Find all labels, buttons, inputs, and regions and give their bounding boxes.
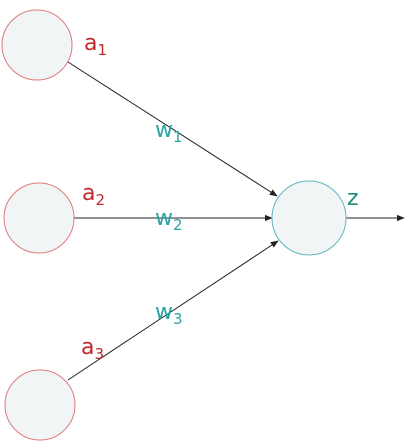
output-node-z	[271, 180, 347, 256]
input-label-a2-base: a	[82, 181, 95, 206]
input-node-a1	[1, 9, 73, 81]
input-node-a2	[3, 182, 75, 254]
input-label-a1-sub: 1	[97, 41, 107, 59]
edge-a1-to-z	[67, 61, 278, 197]
input-label-a3-sub: 3	[94, 345, 104, 363]
weight-label-w2-sub: 2	[173, 216, 183, 234]
input-label-a3: a3	[81, 335, 104, 363]
weight-label-w2-base: w	[155, 206, 173, 231]
weight-label-w2: w2	[155, 206, 183, 234]
input-label-a2-sub: 2	[95, 191, 105, 209]
input-label-a2: a2	[82, 181, 105, 209]
weight-label-w1-base: w	[155, 118, 173, 143]
weight-label-w3: w3	[155, 300, 183, 328]
weight-label-w1-sub: 1	[173, 128, 183, 146]
input-label-a3-base: a	[81, 335, 94, 360]
output-label-z: z	[347, 186, 359, 211]
input-node-a3	[4, 369, 76, 441]
edge-a3-to-z	[67, 240, 279, 381]
input-label-a1-base: a	[84, 31, 97, 56]
weight-label-w1: w1	[155, 118, 183, 146]
weight-label-w3-sub: 3	[173, 310, 183, 328]
weight-label-w3-base: w	[155, 300, 173, 325]
input-label-a1: a1	[84, 31, 107, 59]
